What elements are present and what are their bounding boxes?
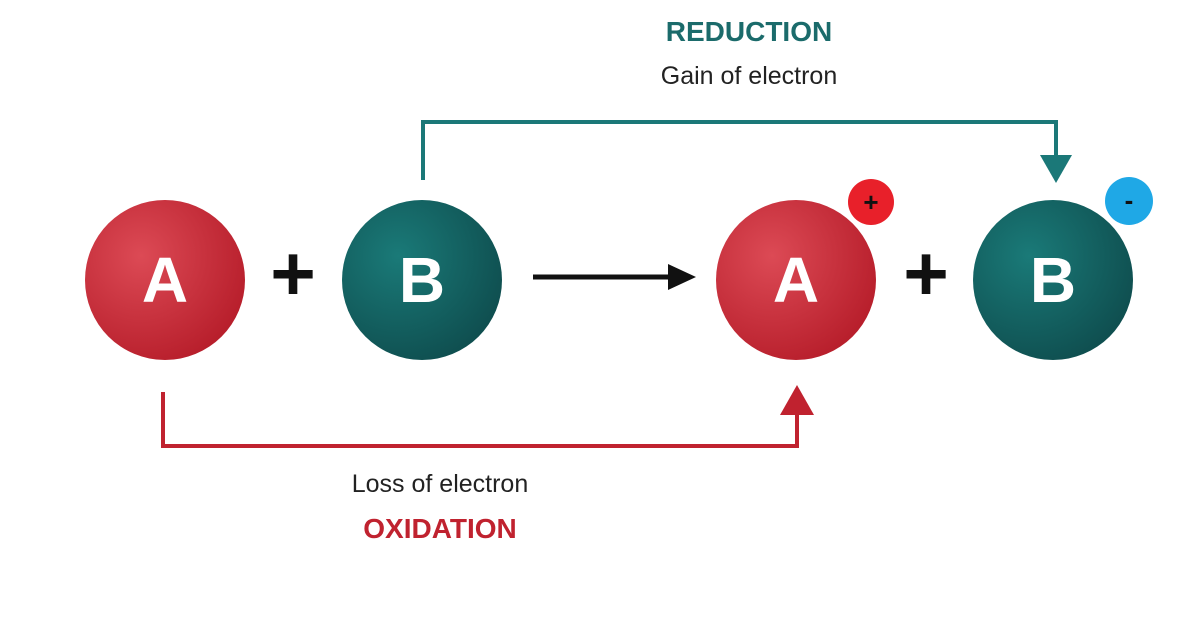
atom-b-label: B bbox=[1030, 244, 1076, 316]
negative-charge-icon: - bbox=[1125, 185, 1134, 215]
product-atom-a: A bbox=[716, 200, 876, 360]
product-atom-b: B bbox=[973, 200, 1133, 360]
oxidation-arrow bbox=[161, 385, 814, 448]
reduction-title: REDUCTION bbox=[666, 16, 832, 47]
positive-charge-badge: + bbox=[848, 179, 894, 225]
reaction-arrow bbox=[533, 264, 696, 290]
reduction-subtitle: Gain of electron bbox=[661, 62, 838, 90]
atom-a-label: A bbox=[142, 244, 188, 316]
atom-a-label: A bbox=[773, 244, 819, 316]
plus-sign: + bbox=[270, 229, 316, 317]
oxidation-subtitle: Loss of electron bbox=[352, 470, 529, 498]
oxidation-title: OXIDATION bbox=[363, 513, 516, 544]
plus-sign: + bbox=[903, 229, 949, 317]
positive-charge-icon: + bbox=[863, 187, 878, 217]
reactant-atom-a: A bbox=[85, 200, 245, 360]
atom-b-label: B bbox=[399, 244, 445, 316]
negative-charge-badge: - bbox=[1105, 177, 1153, 225]
reduction-arrow bbox=[421, 120, 1072, 183]
reactant-atom-b: B bbox=[342, 200, 502, 360]
